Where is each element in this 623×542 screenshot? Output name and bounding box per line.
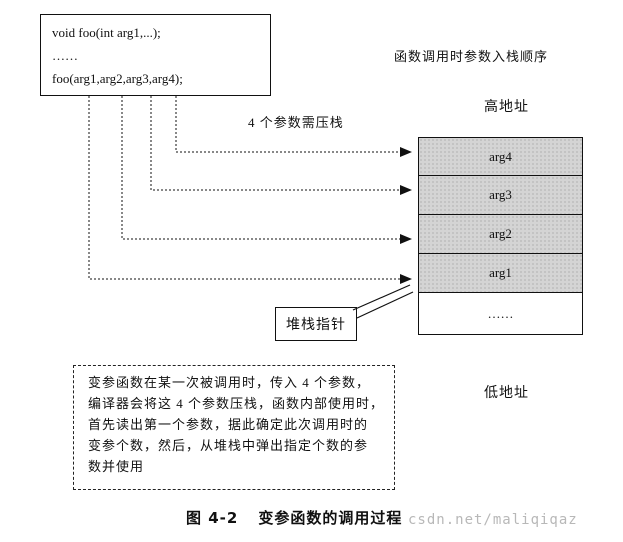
note-line: 数并使用	[88, 459, 145, 474]
arrow-arg4	[400, 147, 412, 157]
code-box: void foo(int arg1,...); …… foo(arg1,arg2…	[40, 14, 271, 96]
note-line: 首先读出第一个参数，据此确定此次调用时的	[88, 417, 369, 432]
stack-cell-arg2: arg2	[418, 215, 583, 254]
pointer-callout-line	[352, 284, 411, 311]
stack-pointer-box: 堆栈指针	[275, 307, 357, 341]
note-line: 变参个数，然后，从堆栈中弹出指定个数的参	[88, 438, 369, 453]
order-title: 函数调用时参数入栈顺序	[394, 49, 549, 64]
note-line: 变参函数在某一次被调用时，传入 4 个参数，	[88, 375, 371, 390]
code-line-ellipsis: ……	[52, 48, 78, 63]
stack-diagram: arg4 arg3 arg2 arg1 ……	[418, 137, 583, 335]
code-line-call: foo(arg1,arg2,arg3,arg4);	[52, 71, 183, 86]
stack-cell-empty: ……	[418, 293, 583, 335]
note-box: 变参函数在某一次被调用时，传入 4 个参数， 编译器会将这 4 个参数压栈，函数…	[73, 365, 395, 490]
arg1-connector	[88, 96, 400, 280]
arg3-connector	[150, 96, 400, 191]
need-push-label: 4 个参数需压栈	[248, 115, 344, 130]
code-line-declaration: void foo(int arg1,...);	[52, 25, 161, 40]
stack-cell-arg1: arg1	[418, 254, 583, 293]
arrow-arg3	[400, 185, 412, 195]
arrow-arg2	[400, 234, 412, 244]
stack-cell-arg4: arg4	[418, 137, 583, 176]
arrow-arg1	[400, 274, 412, 284]
watermark: csdn.net/maliqiqaz	[408, 512, 578, 528]
low-address-label: 低地址	[484, 386, 529, 401]
arg2-connector	[121, 96, 400, 240]
high-address-label: 高地址	[484, 100, 529, 115]
pointer-callout-line-2	[356, 291, 414, 319]
figure-title: 变参函数的调用过程	[258, 509, 403, 527]
figure-caption: 图 4-2 变参函数的调用过程	[186, 507, 402, 528]
stack-cell-arg3: arg3	[418, 176, 583, 215]
note-line: 编译器会将这 4 个参数压栈，函数内部使用时，	[88, 396, 385, 411]
figure-number: 图 4-2	[186, 509, 239, 527]
arg4-connector	[175, 96, 400, 153]
